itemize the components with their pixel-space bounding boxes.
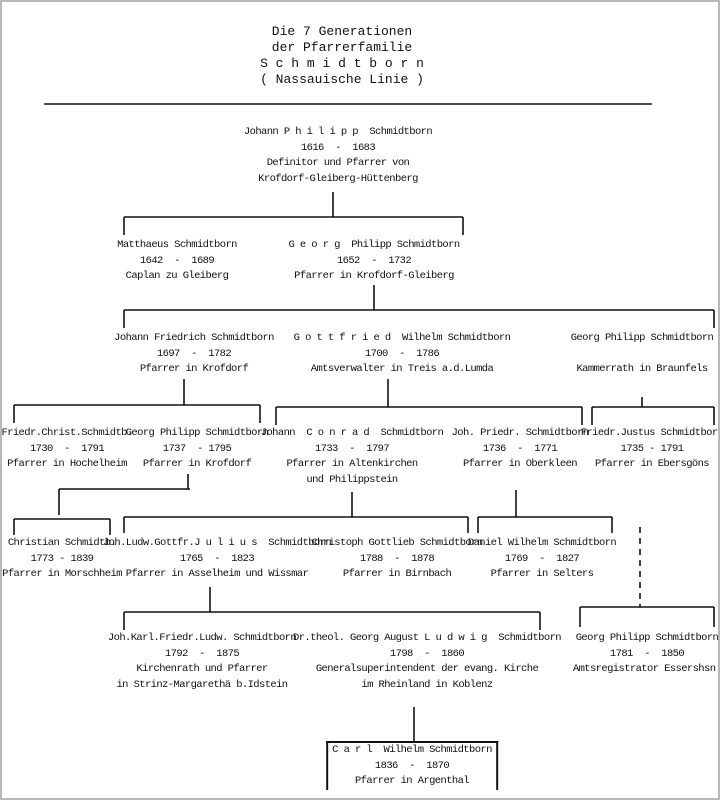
person-role: Pfarrer in Asselheim und Wissmar	[125, 568, 309, 580]
person-dates: 1788 - 1878	[359, 552, 435, 565]
title-line-4: ( Nassauische Linie )	[260, 72, 424, 87]
person-role: in Strinz-Margarethä b.Idstein	[116, 678, 288, 691]
person-role: Pfarrer in Morschheim	[2, 568, 122, 580]
person-name: C a r l Wilhelm Schmidtborn	[332, 744, 492, 756]
person-name: Friedr.Justus Schmidtborn	[580, 427, 720, 439]
person-role: Pfarrer in Selters	[490, 568, 594, 580]
person-dates: 1700 - 1786	[364, 347, 440, 360]
person-dates: 1737 - 1795	[162, 442, 232, 455]
person-role: Krofdorf-Gleiberg-Hüttenberg	[258, 172, 418, 185]
person-name: Christoph Gottlieb Schmidtborn	[311, 537, 483, 549]
person-dates: 1769 - 1827	[504, 552, 580, 565]
person-role: und Philippstein	[306, 473, 398, 486]
person-role: im Rheinland in Koblenz	[361, 678, 493, 691]
person-role: Generalsuperintendent der evang. Kirche	[315, 663, 539, 675]
person-name: Joh. Priedr. Schmidtborn	[451, 427, 589, 439]
title-line-1: Die 7 Generationen	[271, 24, 413, 39]
person-dates: 1642 - 1689	[139, 254, 215, 267]
person-role: Pfarrer in Krofdorf	[139, 363, 249, 375]
person-dates: 1792 - 1875	[164, 647, 240, 660]
person-dates: 1781 - 1850	[609, 647, 685, 660]
person-role: Caplan zu Gleiberg	[125, 270, 229, 282]
person-dates: 1735 - 1791	[620, 442, 684, 455]
person-role: Pfarrer in Oberkleen	[462, 458, 578, 470]
person-role: Pfarrer in Ebersgöns	[594, 458, 710, 470]
person-name: Friedr.Christ.Schmidtb.	[1, 427, 133, 439]
person-role: Pfarrer in Krofdorf-Gleiberg	[294, 270, 454, 282]
person-dates: 1765 - 1823	[179, 552, 255, 565]
person-dates: 1730 - 1791	[29, 442, 105, 455]
person-role: Kammerrath in Braunfels	[576, 363, 708, 375]
person-dates: 1652 - 1732	[336, 254, 412, 267]
person-name: Christian Schmidtb.	[7, 537, 117, 549]
person-entry: Dr.theol. Georg August L u d w i g Schmi…	[293, 631, 562, 693]
person-entry: Joh.Ludw.Gottfr.J u l i u s Schmidtborn 1…	[102, 536, 332, 583]
person-dates: 1697 - 1782	[156, 347, 232, 360]
person-name: Dr.theol. Georg August L u d w i g Schmi…	[293, 632, 562, 644]
title-line-3: S c h m i d t b o r n	[260, 56, 424, 71]
person-role: Definitor und Pfarrer von	[266, 157, 410, 169]
person-dates: 1836 - 1870	[374, 759, 450, 772]
person-role: Pfarrer in Altenkirchen	[286, 458, 418, 470]
person-role: Pfarrer in Krofdorf	[142, 458, 252, 470]
person-name: G e o r g Philipp Schmidtborn	[288, 239, 460, 251]
person-entry: G o t t f r i e d Wilhelm Schmidtborn 170…	[294, 331, 511, 378]
person-role: Pfarrer in Birnbach	[342, 568, 452, 580]
person-name: G o t t f r i e d Wilhelm Schmidtborn	[293, 332, 511, 344]
person-name: Matthaeus Schmidtborn	[117, 239, 237, 251]
person-role: Kirchenrath und Pfarrer	[136, 663, 268, 675]
person-dates: 1733 - 1797	[314, 442, 390, 455]
title-line-2: der Pfarrerfamilie	[271, 40, 413, 55]
person-role: Pfarrer in Hochelheim	[7, 458, 127, 470]
person-name: Joh.Ludw.Gottfr.J u l i u s Schmidtborn	[102, 537, 332, 549]
person-dates	[571, 347, 714, 363]
person-role: Amtsverwalter in Treis a.d.Lumda	[310, 363, 494, 375]
person-name: Joh.Karl.Friedr.Ludw. Schmidtborn	[107, 632, 297, 644]
person-role: Amtsregistrator Essershsn.	[572, 663, 720, 675]
person-dates: 1773 - 1839	[30, 552, 94, 565]
person-dates: 1616 - 1683	[300, 141, 376, 154]
person-entry: Johann P h i l i p p Schmidtborn 1616 - 1…	[243, 125, 433, 187]
person-entry: Johann C o n r a d Schmidtborn 1733 - 179…	[260, 426, 444, 488]
person-entry: Joh.Karl.Friedr.Ludw. Schmidtborn 1792 - …	[107, 631, 297, 693]
person-name: Johann P h i l i p p Schmidtborn	[243, 126, 433, 138]
person-entry: Christoph Gottlieb Schmidtborn 1788 - 187…	[311, 536, 483, 583]
person-name: Georg Philipp Schmidtborn	[570, 332, 714, 344]
person-dates: 1736 - 1771	[482, 442, 558, 455]
person-dates: 1798 - 1860	[389, 647, 465, 660]
person-name: Johann Friedrich Schmidtborn	[114, 332, 274, 344]
person-role: Pfarrer in Argenthal	[354, 775, 470, 787]
person-name: Johann C o n r a d Schmidtborn	[260, 427, 444, 439]
person-entry: Georg Philipp Schmidtborn Kammerrath in …	[571, 331, 714, 378]
person-name: Georg Philipp Schmidtborn	[125, 427, 269, 439]
person-name: Georg Philipp Schmidtborn	[575, 632, 719, 644]
person-name: Daniel Wilhelm Schmidtborn	[467, 537, 617, 549]
person-entry: G e o r g Philipp Schmidtborn 1652 - 1732…	[288, 238, 460, 285]
